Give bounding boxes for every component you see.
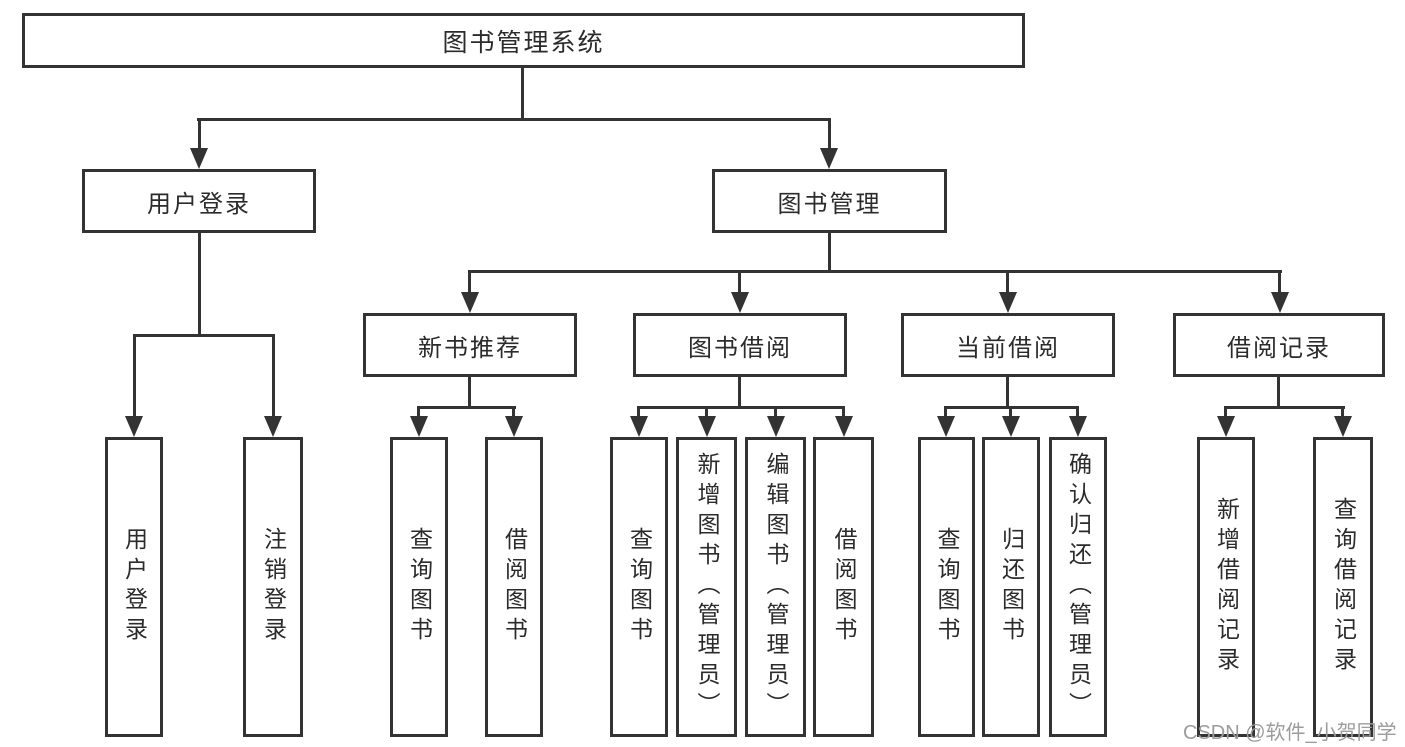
leaf-query-borrow-record: 查询借阅记录 xyxy=(1313,437,1373,737)
connector-borrow-records-horizontal xyxy=(1225,406,1345,409)
node-new-book-recommend-label: 新书推荐 xyxy=(418,334,522,362)
leaf-user-login-label: 用户登录 xyxy=(121,527,148,647)
connector-drop-new-book-recommend xyxy=(468,270,471,294)
connector-drop-add-record xyxy=(1224,406,1227,418)
leaf-user-login: 用户登录 xyxy=(105,437,163,737)
leaf-recommend-borrow-books: 借阅图书 xyxy=(485,437,543,737)
connector-drop-borrow-records xyxy=(1278,270,1281,294)
connector-drop-add-books xyxy=(705,406,708,418)
arrowhead-borrowing-query-icon xyxy=(630,416,648,437)
node-current-borrowing: 当前借阅 xyxy=(901,313,1115,377)
leaf-confirm-return-admin: 确认归还（管理员） xyxy=(1049,437,1107,737)
arrowhead-book-management-icon xyxy=(820,148,838,169)
node-borrow-records: 借阅记录 xyxy=(1173,313,1385,377)
leaf-current-query-books: 查询图书 xyxy=(918,437,975,737)
leaf-query-borrow-record-label: 查询借阅记录 xyxy=(1330,497,1357,677)
arrowhead-edit-books-icon xyxy=(767,416,785,437)
connector-borrow-records-stem xyxy=(1277,377,1280,408)
leaf-edit-books-admin: 编辑图书（管理员） xyxy=(745,437,806,737)
connector-new-book-recommend-stem xyxy=(468,377,471,408)
node-current-borrowing-label: 当前借阅 xyxy=(956,334,1060,362)
connector-book-management-horizontal xyxy=(469,270,1282,273)
arrowhead-current-borrowing-icon xyxy=(999,292,1017,313)
connector-drop-return-books xyxy=(1009,406,1012,418)
connector-current-borrowing-horizontal xyxy=(945,406,1079,409)
connector-drop-user-login xyxy=(198,118,201,150)
node-book-management-label: 图书管理 xyxy=(777,190,882,218)
arrowhead-leaf-logout-icon xyxy=(264,416,282,437)
node-root: 图书管理系统 xyxy=(22,13,1025,68)
arrowhead-recommend-borrow-icon xyxy=(505,416,523,437)
leaf-recommend-query-books-label: 查询图书 xyxy=(406,527,433,647)
connector-drop-borrowing-query xyxy=(637,406,640,418)
leaf-add-borrow-record-label: 新增借阅记录 xyxy=(1213,497,1240,677)
connector-new-book-recommend-horizontal xyxy=(418,406,516,409)
leaf-borrowing-query-books: 查询图书 xyxy=(610,437,668,737)
connector-drop-leaf-logout xyxy=(272,334,275,417)
leaf-borrowing-query-books-label: 查询图书 xyxy=(626,527,653,647)
node-book-borrowing: 图书借阅 xyxy=(633,313,847,377)
arrowhead-add-record-icon xyxy=(1217,416,1235,437)
arrowhead-new-book-recommend-icon xyxy=(461,292,479,313)
arrowhead-borrowing-borrow-icon xyxy=(835,416,853,437)
connector-root-horizontal xyxy=(197,118,831,121)
connector-drop-query-record xyxy=(1341,406,1344,418)
leaf-add-borrow-record: 新增借阅记录 xyxy=(1197,437,1255,737)
leaf-return-books-label: 归还图书 xyxy=(998,527,1025,647)
node-root-label: 图书管理系统 xyxy=(442,28,605,57)
connector-root-stem xyxy=(521,68,524,121)
node-new-book-recommend: 新书推荐 xyxy=(363,313,577,377)
arrowhead-leaf-user-login-icon xyxy=(125,416,143,437)
connector-drop-book-management xyxy=(828,118,831,150)
node-book-borrowing-label: 图书借阅 xyxy=(688,334,792,362)
arrowhead-query-record-icon xyxy=(1334,416,1352,437)
connector-current-borrowing-stem xyxy=(1006,377,1009,408)
arrowhead-confirm-return-icon xyxy=(1069,416,1087,437)
node-borrow-records-label: 借阅记录 xyxy=(1227,334,1331,362)
connector-drop-confirm-return xyxy=(1076,406,1079,418)
leaf-current-query-books-label: 查询图书 xyxy=(934,527,960,647)
arrowhead-return-books-icon xyxy=(1002,416,1020,437)
node-user-login: 用户登录 xyxy=(82,169,316,233)
leaf-add-books-admin-label: 新增图书（管理员） xyxy=(694,452,720,722)
connector-drop-borrowing-borrow xyxy=(842,406,845,418)
connector-user-login-stem xyxy=(198,233,201,337)
connector-drop-current-query xyxy=(944,406,947,418)
connector-book-borrowing-horizontal xyxy=(638,406,845,409)
node-user-login-label: 用户登录 xyxy=(147,190,251,218)
node-book-management: 图书管理 xyxy=(712,169,947,233)
leaf-recommend-borrow-books-label: 借阅图书 xyxy=(501,527,528,647)
leaf-recommend-query-books: 查询图书 xyxy=(390,437,448,737)
arrowhead-book-borrowing-icon xyxy=(731,292,749,313)
leaf-borrowing-borrow-books: 借阅图书 xyxy=(813,437,874,737)
connector-drop-book-borrowing xyxy=(738,270,741,294)
connector-user-login-horizontal xyxy=(133,334,275,337)
connector-book-management-stem xyxy=(828,233,831,273)
arrowhead-user-login-icon xyxy=(190,148,208,169)
arrowhead-current-query-icon xyxy=(937,416,955,437)
leaf-edit-books-admin-label: 编辑图书（管理员） xyxy=(763,452,789,722)
connector-drop-recommend-query xyxy=(417,406,420,418)
arrowhead-recommend-query-icon xyxy=(410,416,428,437)
arrowhead-borrow-records-icon xyxy=(1271,292,1289,313)
leaf-logout-label: 注销登录 xyxy=(260,527,287,647)
leaf-return-books: 归还图书 xyxy=(982,437,1040,737)
arrowhead-add-books-icon xyxy=(698,416,716,437)
connector-drop-current-borrowing xyxy=(1006,270,1009,294)
connector-drop-leaf-user-login xyxy=(133,334,136,417)
connector-drop-recommend-borrow xyxy=(512,406,515,418)
leaf-add-books-admin: 新增图书（管理员） xyxy=(676,437,737,737)
leaf-borrowing-borrow-books-label: 借阅图书 xyxy=(831,527,857,647)
watermark: CSDN @软件_小贺同学 xyxy=(1183,722,1397,744)
connector-book-borrowing-stem xyxy=(738,377,741,408)
connector-drop-edit-books xyxy=(774,406,777,418)
leaf-confirm-return-admin-label: 确认归还（管理员） xyxy=(1065,452,1092,722)
leaf-logout: 注销登录 xyxy=(243,437,303,737)
